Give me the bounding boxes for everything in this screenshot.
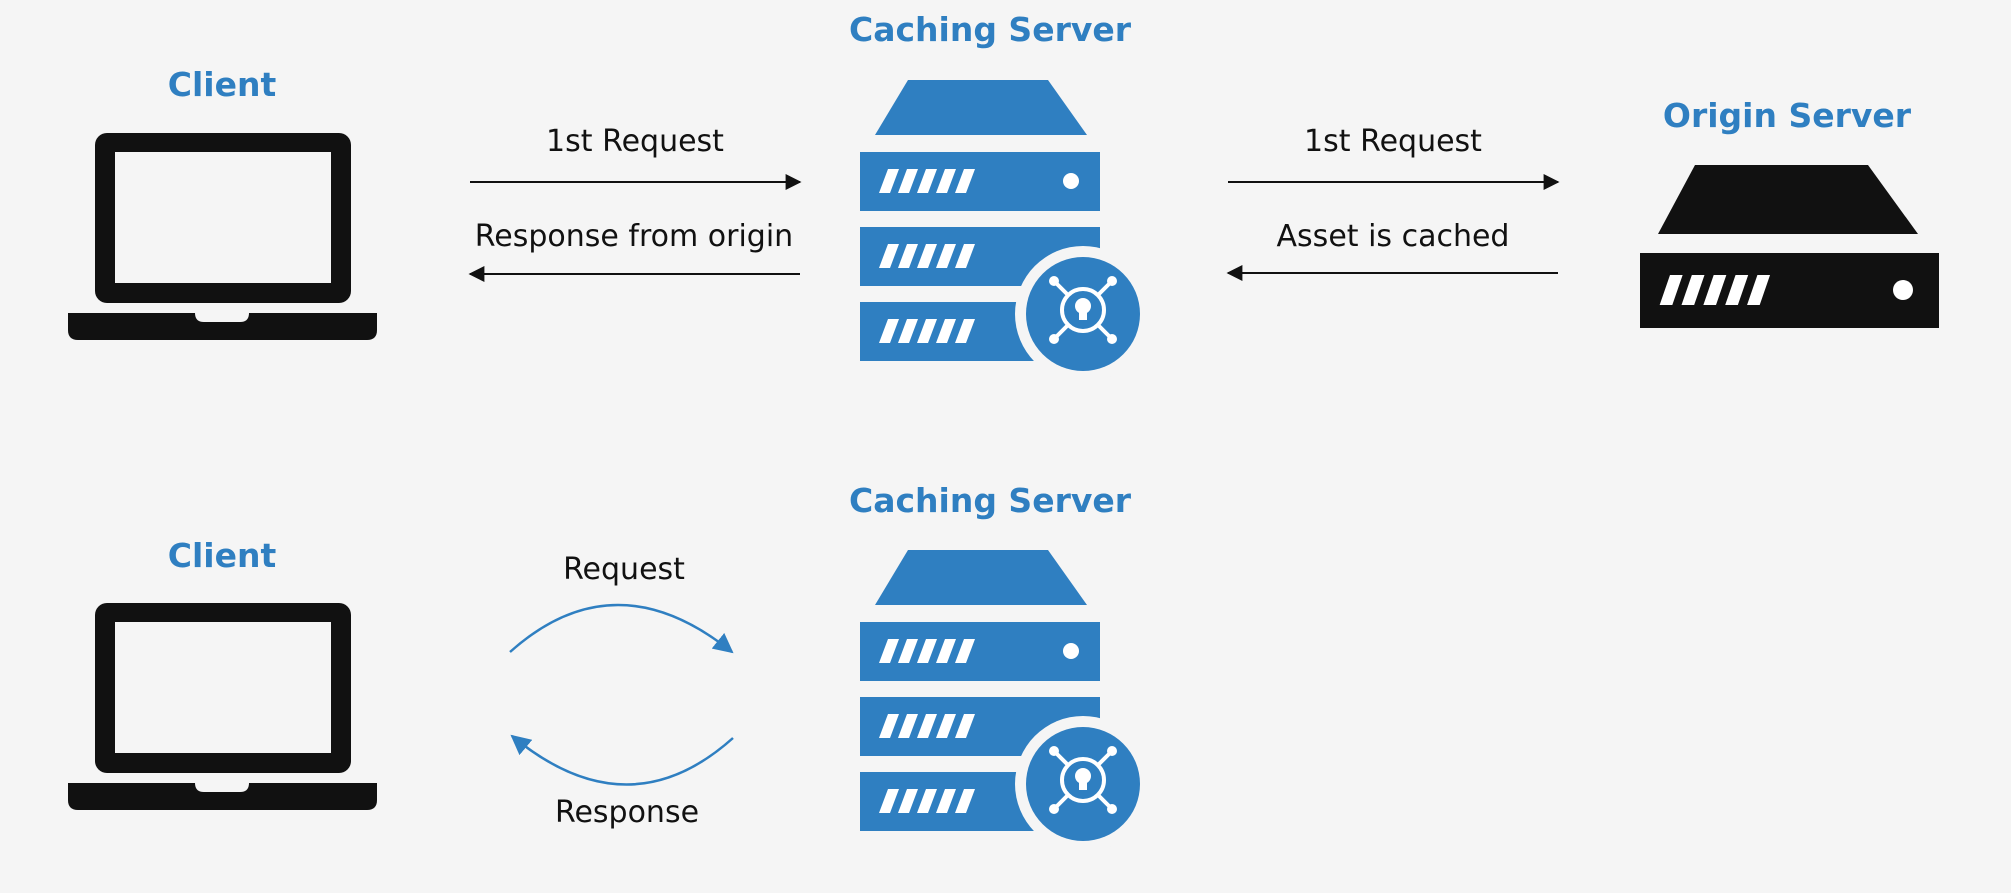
client-title: Client [167,536,277,575]
origin-request-label: 1st Request [1304,124,1482,159]
caching-server-title: Caching Server [848,10,1132,49]
laptop-icon [68,603,377,810]
caching-server-icon [860,80,1151,382]
response-label: Response from origin [474,219,794,254]
origin-server-icon [1640,165,1939,328]
request-label: 1st Request [546,124,724,159]
request-curve-arrow [509,603,734,654]
caching-server-icon [860,550,1151,852]
request-label: Request [563,552,685,587]
laptop-icon [68,133,377,340]
response-curve-arrow [510,734,734,786]
client-title: Client [167,65,277,104]
caching-server-title: Caching Server [848,481,1132,520]
origin-server-title: Origin Server [1662,96,1912,135]
response-label: Response [554,795,700,830]
cached-label: Asset is cached [1276,219,1510,254]
